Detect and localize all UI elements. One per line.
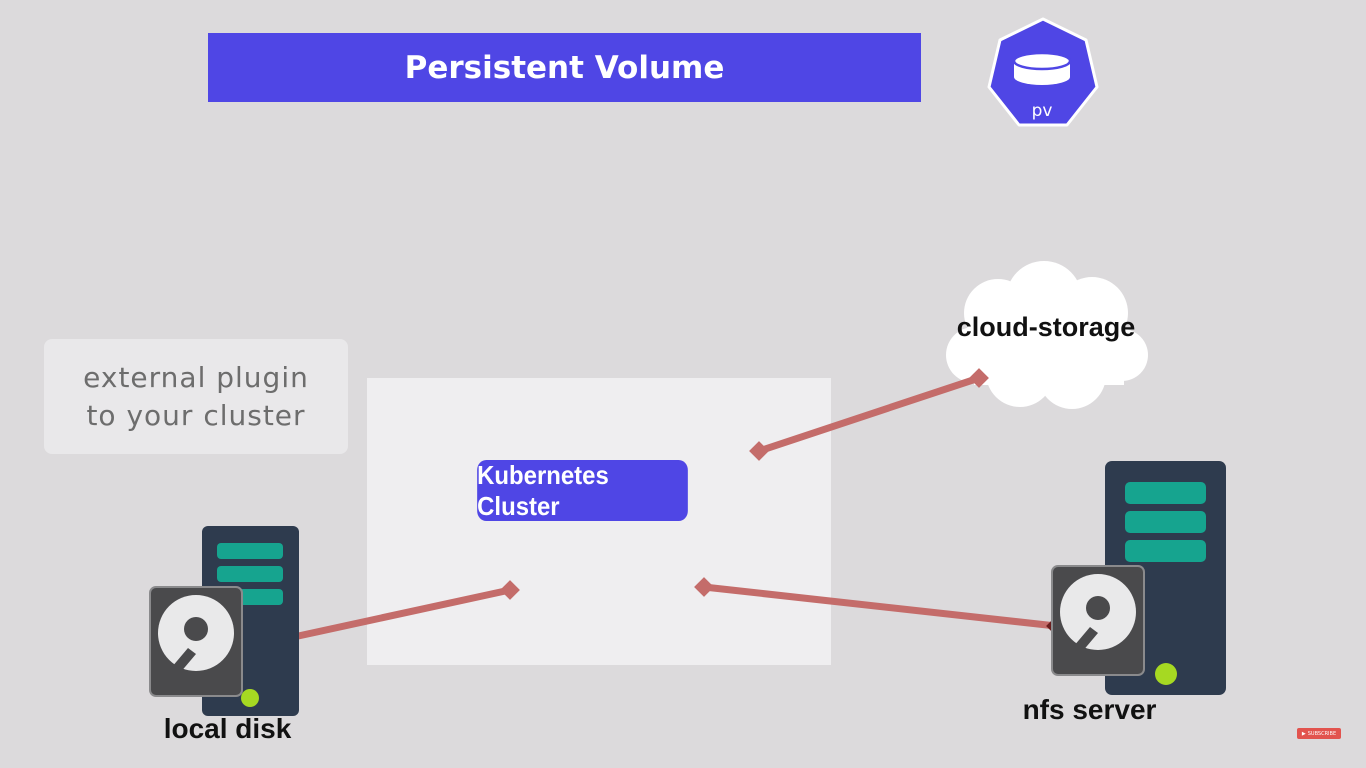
subscribe-button[interactable]: ▶ SUBSCRIBE <box>1297 728 1341 739</box>
hard-disk-icon <box>1051 565 1145 676</box>
pv-badge-label: pv <box>1032 101 1053 121</box>
cloud-storage-label-text: cloud-storage <box>956 312 1136 342</box>
subscribe-label: SUBSCRIBE <box>1307 730 1337 737</box>
local-disk-label-text: local disk <box>163 713 292 744</box>
nfs-server-label-text: nfs server <box>1022 694 1157 725</box>
cloud-icon <box>946 261 1148 409</box>
note-box: external plugin to your cluster <box>44 339 348 454</box>
hard-disk-icon <box>149 586 243 697</box>
local-disk-server-icon <box>149 526 299 716</box>
nfs-server-icon <box>1051 461 1226 695</box>
page-title-text: Persistent Volume <box>404 49 725 86</box>
cloud-storage-label: cloud-storage <box>946 312 1146 343</box>
page-title: Persistent Volume <box>208 33 921 102</box>
note-line-1: external plugin <box>83 360 309 394</box>
cluster-label: Kubernetes Cluster <box>477 460 688 521</box>
database-icon <box>1012 51 1072 85</box>
pv-badge: pv <box>987 17 1099 127</box>
cluster-area <box>367 378 831 665</box>
local-disk-label: local disk <box>160 713 295 745</box>
nfs-server-label: nfs server <box>1022 694 1157 726</box>
play-icon: ▶ <box>1301 730 1306 737</box>
note-line-2: to your cluster <box>86 398 306 432</box>
cluster-label-text: Kubernetes Cluster <box>477 459 609 521</box>
